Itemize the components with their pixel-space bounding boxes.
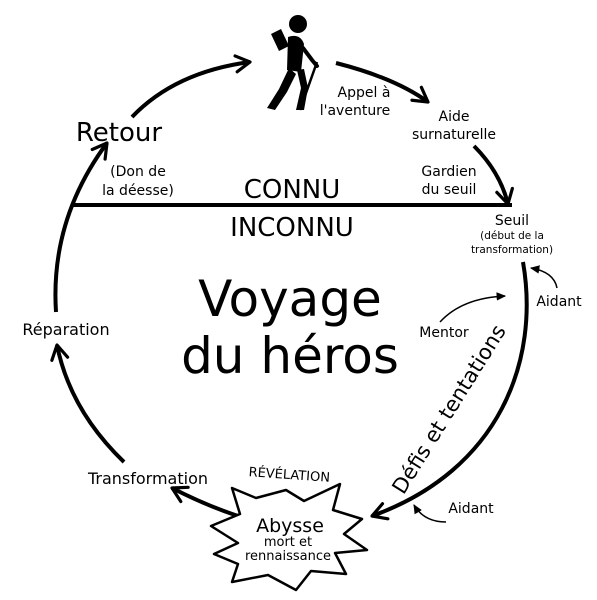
hiker-icon	[267, 15, 319, 111]
cycle-arc-atonement	[53, 141, 109, 313]
revelation-label: RÉVÉLATION	[248, 464, 330, 486]
transformation-label: Transformation	[87, 469, 208, 488]
aid-label-2: surnaturelle	[412, 127, 496, 143]
helper-bottom-label: Aidant	[448, 501, 494, 517]
aid-label-1: Aide	[439, 109, 470, 125]
guardian-label-1: Gardien	[421, 164, 476, 180]
return-label: Retour	[76, 118, 162, 148]
gift-label-1: (Don de	[110, 164, 166, 180]
gift-label-2: la déesse)	[102, 183, 174, 199]
cycle-arc-abyss-left	[170, 485, 239, 518]
abyss-label: Abysse	[256, 515, 324, 537]
threshold-label: Seuil	[495, 213, 529, 229]
mentor-arrow	[439, 292, 507, 323]
cycle-arc-call	[335, 61, 430, 104]
cycle-arc-guardian	[472, 144, 514, 206]
threshold-note-1: (début de la	[480, 230, 544, 242]
helper-top-label: Aidant	[536, 294, 582, 310]
helper-bottom-arrow	[413, 504, 447, 523]
abyss-note-1: mort et	[264, 535, 312, 550]
call-label-1: Appel à	[338, 85, 391, 101]
abyss-note-2: rennaissance	[245, 549, 331, 564]
cycle-arc-return	[130, 54, 252, 119]
diagram-title-line1: Voyage	[198, 270, 382, 328]
cycle-arc-trials	[370, 261, 529, 521]
atonement-label: Réparation	[22, 320, 109, 339]
starburst-icon	[209, 482, 369, 592]
diagram-title-line2: du héros	[181, 327, 399, 385]
guardian-label-2: du seuil	[422, 182, 477, 198]
known-label: CONNU	[244, 175, 341, 205]
threshold-note-2: transformation)	[471, 244, 553, 256]
cycle-arc-transformation	[50, 343, 126, 464]
call-label-2: l'aventure	[320, 103, 391, 119]
unknown-label: INCONNU	[230, 213, 354, 243]
helper-top-arrow	[529, 265, 558, 289]
mentor-label: Mentor	[419, 325, 469, 341]
